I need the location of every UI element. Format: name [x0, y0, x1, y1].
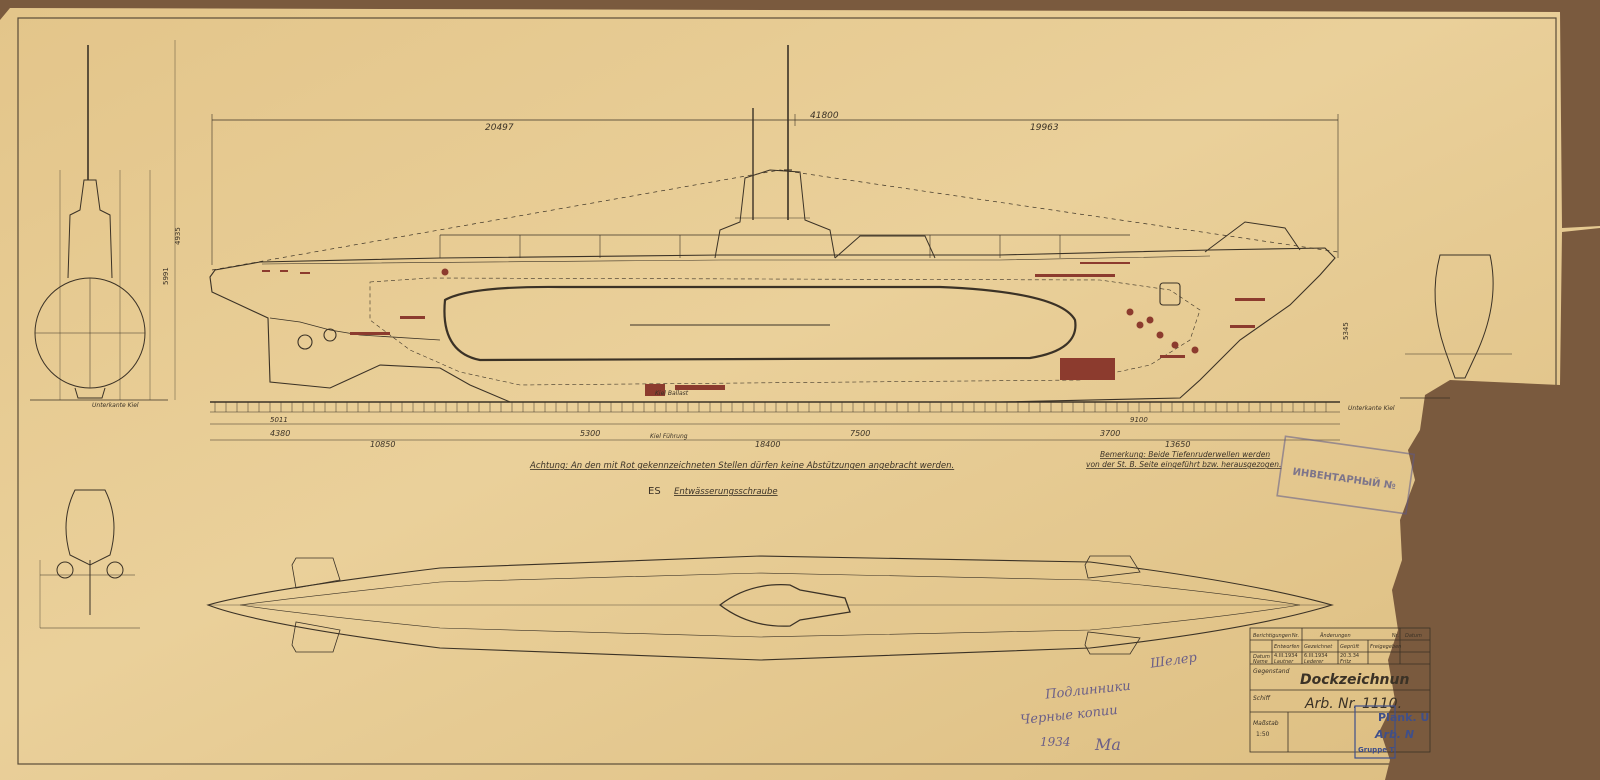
- dim-overall: 41800: [810, 111, 839, 121]
- title-block: [1249, 627, 1431, 753]
- rear-section-view: [39, 489, 140, 629]
- dim-row2-2: 5300: [580, 429, 600, 438]
- tb-col-freigegeben: Freigegeben: [1370, 644, 1401, 650]
- pencil-signature-bottom: Ма: [1094, 735, 1121, 754]
- tb-massstab-label: Maßstab: [1253, 720, 1279, 727]
- red-no-support-mark: [1080, 262, 1130, 264]
- keel-label-right: Unterkante Kiel: [1348, 405, 1395, 412]
- red-no-support-mark: [1136, 321, 1144, 329]
- dim-side-depth: 5345: [1342, 322, 1350, 340]
- dim-row1-left: 5011: [270, 416, 288, 424]
- base-dimension-lines: [210, 401, 1340, 441]
- red-no-support-mark: [1171, 341, 1179, 349]
- es-description: Entwässerungsschraube: [674, 487, 778, 497]
- dim-fwd-part: 20497: [485, 123, 514, 133]
- dim-aft-part: 19963: [1030, 123, 1059, 133]
- red-no-support-mark: [1126, 308, 1134, 316]
- tb-name-3: Fritz: [1340, 659, 1351, 665]
- arb2-text: Arb. N: [1374, 728, 1414, 741]
- tb-header-anderungen: Änderungen: [1319, 632, 1351, 639]
- tb-row-datum: Datum: [1253, 654, 1270, 660]
- dim-row1-right: 9100: [1130, 416, 1148, 424]
- red-no-support-mark: [675, 385, 700, 390]
- front-section-view: [30, 40, 176, 401]
- tb-date-1: 4.III.1934: [1274, 653, 1298, 659]
- red-no-support-mark: [1235, 298, 1265, 301]
- red-no-support-mark: [280, 270, 288, 272]
- ballast-label: Kiel Ballast: [655, 390, 689, 397]
- tb-col-gepruft: Geprüft: [1340, 644, 1360, 650]
- red-no-support-mark: [1060, 358, 1115, 380]
- gruppe-text: Gruppe T: [1358, 746, 1394, 754]
- torn-corner: [1380, 228, 1600, 780]
- red-no-support-mark: [1035, 274, 1115, 277]
- note-line-2: von der St. B. Seite eingeführt bzw. her…: [1086, 460, 1281, 469]
- red-no-support-mark: [700, 385, 725, 390]
- tb-date-2: 6.III.1934: [1304, 653, 1328, 659]
- pencil-signature-top: Шелер: [1148, 650, 1198, 672]
- tb-schiff-label: Schiff: [1253, 695, 1271, 702]
- red-no-support-mark: [1160, 355, 1185, 358]
- red-no-support-mark: [441, 268, 449, 276]
- dim-row2-3: 18400: [755, 440, 780, 449]
- red-no-support-mark: [400, 316, 425, 319]
- dim-row2-1: 10850: [370, 440, 395, 449]
- dim-row2-6: 13650: [1165, 440, 1190, 449]
- warning-text: Achtung: An den mit Rot gekennzeichneten…: [529, 461, 954, 471]
- red-no-support-mark: [1230, 325, 1255, 328]
- red-no-support-mark: [300, 272, 310, 274]
- dim-row2-0: 4380: [270, 429, 290, 438]
- tb-gegenstand: Dockzeichnun: [1300, 672, 1409, 688]
- tb-col-gezeichnet: Gezeichnet: [1304, 644, 1333, 650]
- tb-gegenstand-label: Gegenstand: [1253, 668, 1290, 675]
- keel-label-left: Unterkante Kiel: [92, 402, 139, 409]
- es-code: ES: [648, 486, 661, 497]
- red-no-support-mark: [262, 270, 270, 272]
- red-no-support-mark: [645, 384, 665, 396]
- station-ticks: [214, 402, 1327, 412]
- pencil-notes: Подлинники Черные копии 1934 Шелер Ма: [1020, 650, 1199, 754]
- tb-col-entworfen: Entworfen: [1274, 644, 1300, 650]
- tb-row-name: Name: [1253, 659, 1268, 665]
- red-no-support-mark: [1146, 316, 1154, 324]
- red-no-support-mark: [1191, 346, 1199, 354]
- side-elevation: [209, 45, 1339, 403]
- fuhrung-label: Kiel Führung: [650, 433, 688, 440]
- dim-row2-5: 3700: [1100, 429, 1120, 438]
- tb-massstab: 1:50: [1256, 731, 1270, 738]
- title-block-text: Berichtigungen Nr. Änderungen Nr. Datum …: [1253, 632, 1422, 738]
- tb-header-berichtigungen: Berichtigungen: [1253, 633, 1291, 639]
- tb-name-2: Lederer: [1304, 659, 1324, 665]
- tb-date-3: 20.3.34: [1340, 653, 1359, 659]
- dim-side-height: 4935: [174, 227, 182, 245]
- note-line-1: Bemerkung: Beide Tiefenruderwellen werde…: [1100, 450, 1270, 459]
- dim-row2-4: 7500: [850, 429, 870, 438]
- dimension-labels: 41800 20497 19963 5011 9100 4380 10850 5…: [162, 111, 1350, 449]
- plank-stamp: Plank. U Arb. N Gruppe T: [1354, 705, 1429, 759]
- stern-end-view: [1400, 254, 1512, 399]
- tb-header-nr: Nr.: [1292, 633, 1299, 639]
- plan-view: [206, 555, 1334, 661]
- plank-text: Plank. U: [1378, 711, 1429, 724]
- tb-header-nr2: Nr.: [1392, 633, 1399, 639]
- red-no-support-mark: [1156, 331, 1164, 339]
- tb-arb-nr: Arb. Nr. 1110.: [1304, 696, 1402, 712]
- tb-name-1: Lautner: [1274, 659, 1294, 665]
- red-no-support-mark: [350, 332, 390, 335]
- tb-header-datum: Datum: [1405, 633, 1422, 639]
- drawing-labels: Unterkante Kiel Unterkante Kiel Kiel Bal…: [92, 390, 1395, 497]
- pencil-line-3: 1934: [1040, 735, 1071, 749]
- red-marked-zones: [262, 262, 1265, 396]
- dim-side-height2: 5991: [162, 267, 170, 285]
